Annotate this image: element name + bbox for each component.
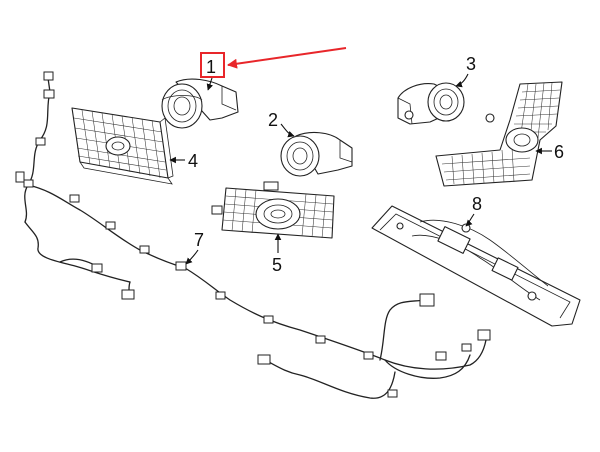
callout-3: 3	[455, 54, 476, 88]
part-3-parking-sensor	[397, 82, 465, 125]
callout-2: 2	[268, 110, 295, 138]
part-5-center-bracket	[211, 181, 335, 239]
callout-7: 7	[185, 230, 204, 265]
callout-1-highlight-box	[200, 52, 225, 78]
callout-3-label: 3	[466, 54, 476, 74]
callout-5-label: 5	[272, 255, 282, 275]
part-1-parking-sensor	[161, 78, 239, 129]
callout-4: 4	[169, 151, 198, 171]
callout-2-label: 2	[268, 110, 278, 130]
callout-1: 1	[200, 47, 347, 91]
part-2-parking-sensor	[280, 131, 353, 177]
part-6-corner-bracket	[435, 81, 563, 187]
callout-7-label: 7	[194, 230, 204, 250]
part-7-wiring-harness	[15, 71, 491, 399]
callout-1-highlight-arrow	[227, 47, 347, 69]
part-8-lower-bracket	[371, 205, 581, 327]
callout-5: 5	[272, 233, 282, 275]
callout-1-label: 1	[206, 57, 216, 77]
callout-8: 8	[465, 194, 482, 227]
callout-6-label: 6	[554, 142, 564, 162]
callout-4-label: 4	[188, 151, 198, 171]
part-4-sensor-bracket	[71, 107, 174, 185]
callout-6: 6	[535, 142, 564, 162]
callout-8-label: 8	[472, 194, 482, 214]
